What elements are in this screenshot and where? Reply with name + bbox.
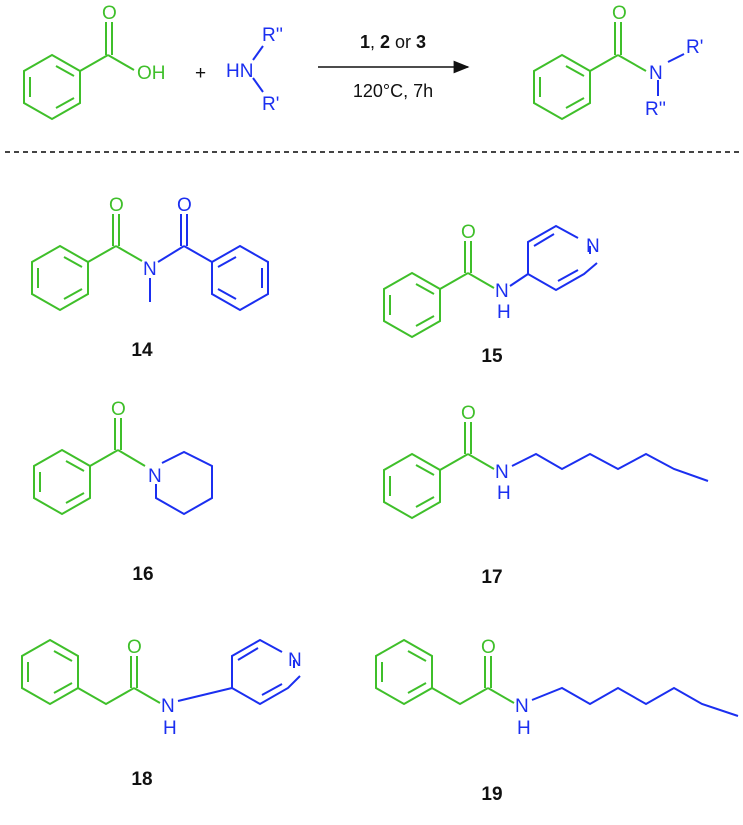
- compound-18: O N H N 18: [21, 637, 302, 790]
- c15-pyridine-nitrogen: N: [586, 236, 600, 257]
- product-r-prime: R': [686, 37, 703, 58]
- c19-hydrogen: H: [517, 718, 531, 739]
- c19-oxygen: O: [481, 637, 496, 658]
- c14-oxygen-2: O: [177, 195, 192, 216]
- amine-reagent: [252, 45, 264, 93]
- compound-label-16: 16: [132, 564, 153, 585]
- product-nitrogen: N: [649, 63, 663, 84]
- product-oxygen: O: [612, 3, 627, 24]
- compound-19: O N H 19: [375, 637, 739, 805]
- amide-product-acyl: [533, 22, 647, 121]
- c16-oxygen: O: [111, 399, 126, 420]
- compound-label-18: 18: [131, 769, 152, 790]
- compound-17: O N H 17: [383, 403, 709, 588]
- c18-hydrogen: H: [163, 718, 177, 739]
- benzoic-acid: [23, 22, 135, 121]
- c14-oxygen-1: O: [109, 195, 124, 216]
- c18-nitrogen: N: [161, 696, 175, 717]
- c18-pyridine-nitrogen: N: [288, 650, 302, 671]
- compound-14: O O N 14: [31, 195, 269, 361]
- acid-oxygen: O: [102, 3, 117, 24]
- compound-16: O N 16: [33, 399, 213, 585]
- compound-15: O N H N 15: [383, 222, 600, 367]
- c17-nitrogen: N: [495, 462, 509, 483]
- conditions-label: 120°C, 7h: [353, 81, 433, 101]
- c18-oxygen: O: [127, 637, 142, 658]
- amide-product-amine: [657, 53, 685, 96]
- compound-label-19: 19: [481, 784, 502, 805]
- plus-sign: +: [195, 63, 206, 84]
- catalyst-label: 1, 2 or 3: [360, 32, 426, 52]
- c15-oxygen: O: [461, 222, 476, 243]
- compound-label-17: 17: [481, 567, 502, 588]
- compound-label-14: 14: [131, 340, 153, 361]
- amine-hn: HN: [226, 61, 253, 82]
- c17-oxygen: O: [461, 403, 476, 424]
- compound-label-15: 15: [481, 346, 503, 367]
- c15-hydrogen: H: [497, 302, 511, 323]
- c16-nitrogen: N: [148, 466, 162, 487]
- amine-r-double-prime: R'': [262, 25, 283, 46]
- c17-hydrogen: H: [497, 483, 511, 504]
- c15-nitrogen: N: [495, 281, 509, 302]
- acid-hydroxyl: OH: [137, 63, 166, 84]
- product-r-double-prime: R'': [645, 99, 666, 120]
- amine-r-prime: R': [262, 94, 279, 115]
- c19-nitrogen: N: [515, 696, 529, 717]
- c14-nitrogen: N: [143, 259, 157, 280]
